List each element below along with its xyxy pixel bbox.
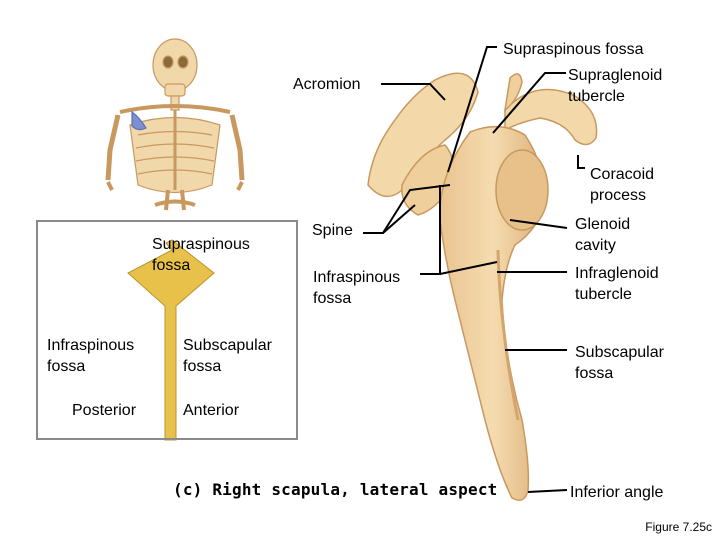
label-subscapular-fossa: Subscapular fossa: [575, 344, 664, 382]
inset-y-shape: [127, 239, 215, 441]
label-supraglenoid-tubercle: Supraglenoid tubercle: [568, 67, 663, 105]
label-supraspinous-fossa: Supraspinous fossa: [503, 41, 644, 58]
figure-number: Figure 7.25c: [645, 520, 712, 534]
figure-caption: (c) Right scapula, lateral aspect: [173, 480, 498, 499]
label-coracoid-process: Coracoid process: [590, 166, 655, 204]
skeleton-thumbnail: [105, 38, 245, 211]
label-inferior-angle: Inferior angle: [570, 484, 664, 501]
label-infraglenoid-tubercle: Infraglenoid tubercle: [575, 265, 659, 303]
label-acromion: Acromion: [293, 76, 361, 93]
scapula-bone: [367, 72, 598, 501]
label-spine: Spine: [312, 222, 353, 239]
inset-label-posterior: Posterior: [72, 402, 137, 419]
inset-label-infraspinous-fossa: Infraspinous fossa: [47, 337, 135, 375]
leader-lines: [363, 46, 585, 493]
inset-cross-section-box: [36, 220, 298, 440]
inset-label-subscapular-fossa: Subscapular fossa: [183, 337, 272, 375]
inset-label-anterior: Anterior: [183, 402, 240, 419]
label-infraspinous-fossa: Infraspinous fossa: [313, 269, 401, 307]
label-glenoid-cavity: Glenoid cavity: [575, 216, 631, 254]
inset-label-supraspinous-fossa: Supraspinous fossa: [152, 236, 250, 274]
